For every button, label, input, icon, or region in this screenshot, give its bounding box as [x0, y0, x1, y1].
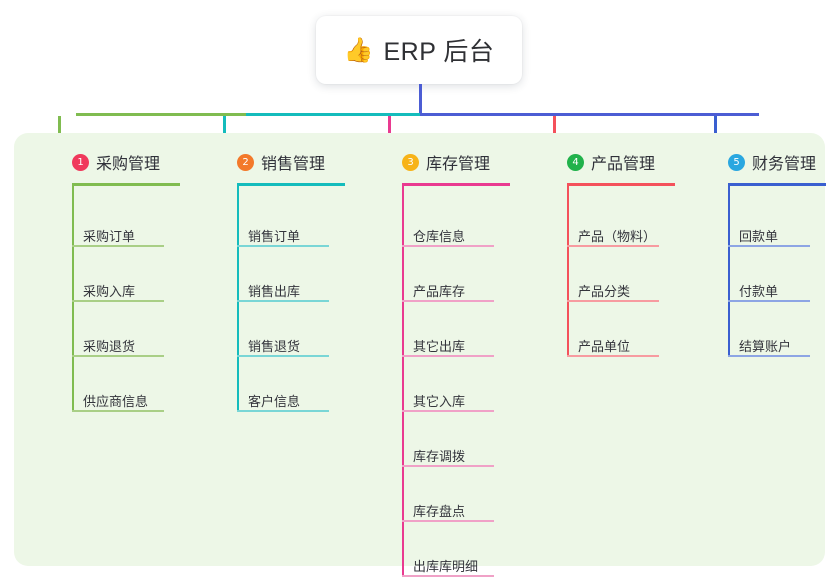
leaf-item-rule: [567, 300, 659, 302]
branch-number-badge: 5: [728, 153, 745, 171]
leaf-item-rule: [237, 355, 329, 357]
branch-title: 财务管理: [752, 156, 817, 173]
leaf-item-label[interactable]: 仓库信息: [413, 229, 466, 244]
leaf-item-rule: [728, 245, 810, 247]
branch-header-2[interactable]: 2 销售管理: [215, 143, 345, 181]
leaf-item-rule: [402, 465, 494, 467]
leaf-item-label[interactable]: 产品分类: [578, 284, 631, 299]
leaf-item-label[interactable]: 付款单: [739, 284, 779, 299]
branch-header-rule: [728, 183, 826, 186]
leaf-item-label[interactable]: 销售出库: [248, 284, 301, 299]
branch-number-badge: 2: [237, 153, 254, 171]
branch-header-1[interactable]: 1 采购管理: [50, 143, 180, 181]
branch-title: 产品管理: [591, 156, 656, 173]
leaf-item-rule: [72, 300, 164, 302]
branch-column-3: 3 库存管理仓库信息产品库存其它出库其它入库库存调拨库存盘点出库库明细: [380, 143, 510, 577]
leaf-item-rule: [402, 410, 494, 412]
leaf-item-label[interactable]: 销售退货: [248, 339, 301, 354]
leaf-item-rule: [402, 355, 494, 357]
leaf-item-rule: [72, 410, 164, 412]
leaf-item-label[interactable]: 供应商信息: [83, 394, 149, 409]
leaf-item-rule: [72, 355, 164, 357]
leaf-item-label[interactable]: 库存调拨: [413, 449, 466, 464]
branch-spine: [728, 186, 730, 355]
drop-line-2: [223, 116, 226, 145]
leaf-item-label[interactable]: 结算账户: [739, 339, 792, 354]
leaf-item-label[interactable]: 销售订单: [248, 229, 301, 244]
root-node-card[interactable]: 👍 ERP 后台: [316, 16, 522, 84]
leaf-item-label[interactable]: 库存盘点: [413, 504, 466, 519]
branch-header-rule: [237, 183, 345, 186]
leaf-item-rule: [728, 355, 810, 357]
branch-header-rule: [72, 183, 180, 186]
branch-column-2: 2 销售管理销售订单销售出库销售退货客户信息: [215, 143, 345, 412]
leaf-item-label[interactable]: 采购退货: [83, 339, 136, 354]
leaf-item-rule: [567, 355, 659, 357]
leaf-item-rule: [402, 575, 494, 577]
leaf-item-label[interactable]: 其它入库: [413, 394, 466, 409]
leaf-item-label[interactable]: 客户信息: [248, 394, 301, 409]
branch-header-3[interactable]: 3 库存管理: [380, 143, 510, 181]
leaf-item-rule: [567, 245, 659, 247]
branch-title: 销售管理: [261, 156, 326, 173]
branch-header-5[interactable]: 5 财务管理: [706, 143, 826, 181]
branch-number-badge: 1: [72, 153, 89, 171]
drop-line-1: [58, 116, 61, 145]
drop-line-4: [553, 116, 556, 145]
branch-spine: [72, 186, 74, 410]
branch-header-rule: [402, 183, 510, 186]
leaf-item-label[interactable]: 产品库存: [413, 284, 466, 299]
leaf-item-label[interactable]: 其它出库: [413, 339, 466, 354]
leaf-item-rule: [237, 300, 329, 302]
leaf-item-label[interactable]: 回款单: [739, 229, 779, 244]
leaf-item-rule: [402, 245, 494, 247]
drop-line-5: [714, 116, 717, 145]
drop-line-3: [388, 116, 391, 145]
branch-column-1: 1 采购管理采购订单采购入库采购退货供应商信息: [50, 143, 180, 412]
branch-spine: [402, 186, 404, 575]
bus-bar-segment-3: [420, 113, 759, 116]
branch-header-4[interactable]: 4 产品管理: [545, 143, 675, 181]
branch-header-rule: [567, 183, 675, 186]
branch-title: 库存管理: [426, 156, 491, 173]
bus-bar-segment-1: [76, 113, 246, 116]
branch-number-badge: 3: [402, 153, 419, 171]
root-connector-stem: [419, 84, 422, 114]
leaf-item-label[interactable]: 产品单位: [578, 339, 631, 354]
branch-spine: [567, 186, 569, 355]
thumbs-up-icon: 👍: [343, 36, 374, 64]
branch-title: 采购管理: [96, 156, 161, 173]
leaf-item-label[interactable]: 采购入库: [83, 284, 136, 299]
leaf-item-label[interactable]: 采购订单: [83, 229, 136, 244]
leaf-item-rule: [237, 410, 329, 412]
leaf-item-label[interactable]: 产品（物料）: [578, 229, 657, 244]
leaf-item-rule: [237, 245, 329, 247]
leaf-item-rule: [728, 300, 810, 302]
branch-column-4: 4 产品管理产品（物料） 产品分类产品单位: [545, 143, 675, 357]
leaf-item-rule: [72, 245, 164, 247]
root-node-title: ERP 后台: [383, 38, 495, 66]
bus-bar-segment-2: [246, 113, 420, 116]
branch-column-5: 5 财务管理回款单付款单结算账户: [706, 143, 826, 357]
leaf-item-rule: [402, 520, 494, 522]
leaf-item-rule: [402, 300, 494, 302]
branches-panel: 1 采购管理采购订单采购入库采购退货供应商信息 2 销售管理销售订单销售出库销售退货客…: [14, 133, 826, 577]
branch-spine: [237, 186, 239, 410]
branch-number-badge: 4: [567, 153, 584, 171]
leaf-item-label[interactable]: 出库库明细: [413, 559, 479, 574]
